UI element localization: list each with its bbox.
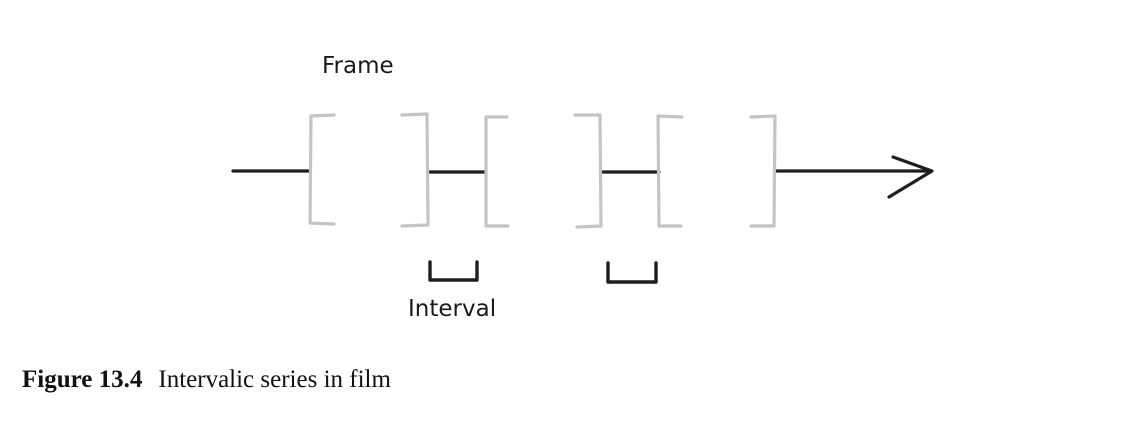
interval-label: Interval [408,296,497,322]
frame-3-left-bracket [656,114,684,228]
timeline-arrowhead [887,155,934,199]
frame-1-left-bracket [308,113,336,226]
interval-2-bracket [606,261,658,284]
figure-caption: Figure 13.4 Intervalic series in film [22,366,391,394]
figure-caption-text: Intervalic series in film [158,366,391,393]
frame-3-right-bracket [749,114,777,228]
interval-1-bracket [428,260,479,282]
figure-number: Figure 13.4 [22,366,143,393]
frame-2-right-bracket [573,113,603,229]
frame-label: Frame [322,53,394,79]
frame-1-right-bracket [400,112,430,228]
frame-2-left-bracket [484,115,510,228]
